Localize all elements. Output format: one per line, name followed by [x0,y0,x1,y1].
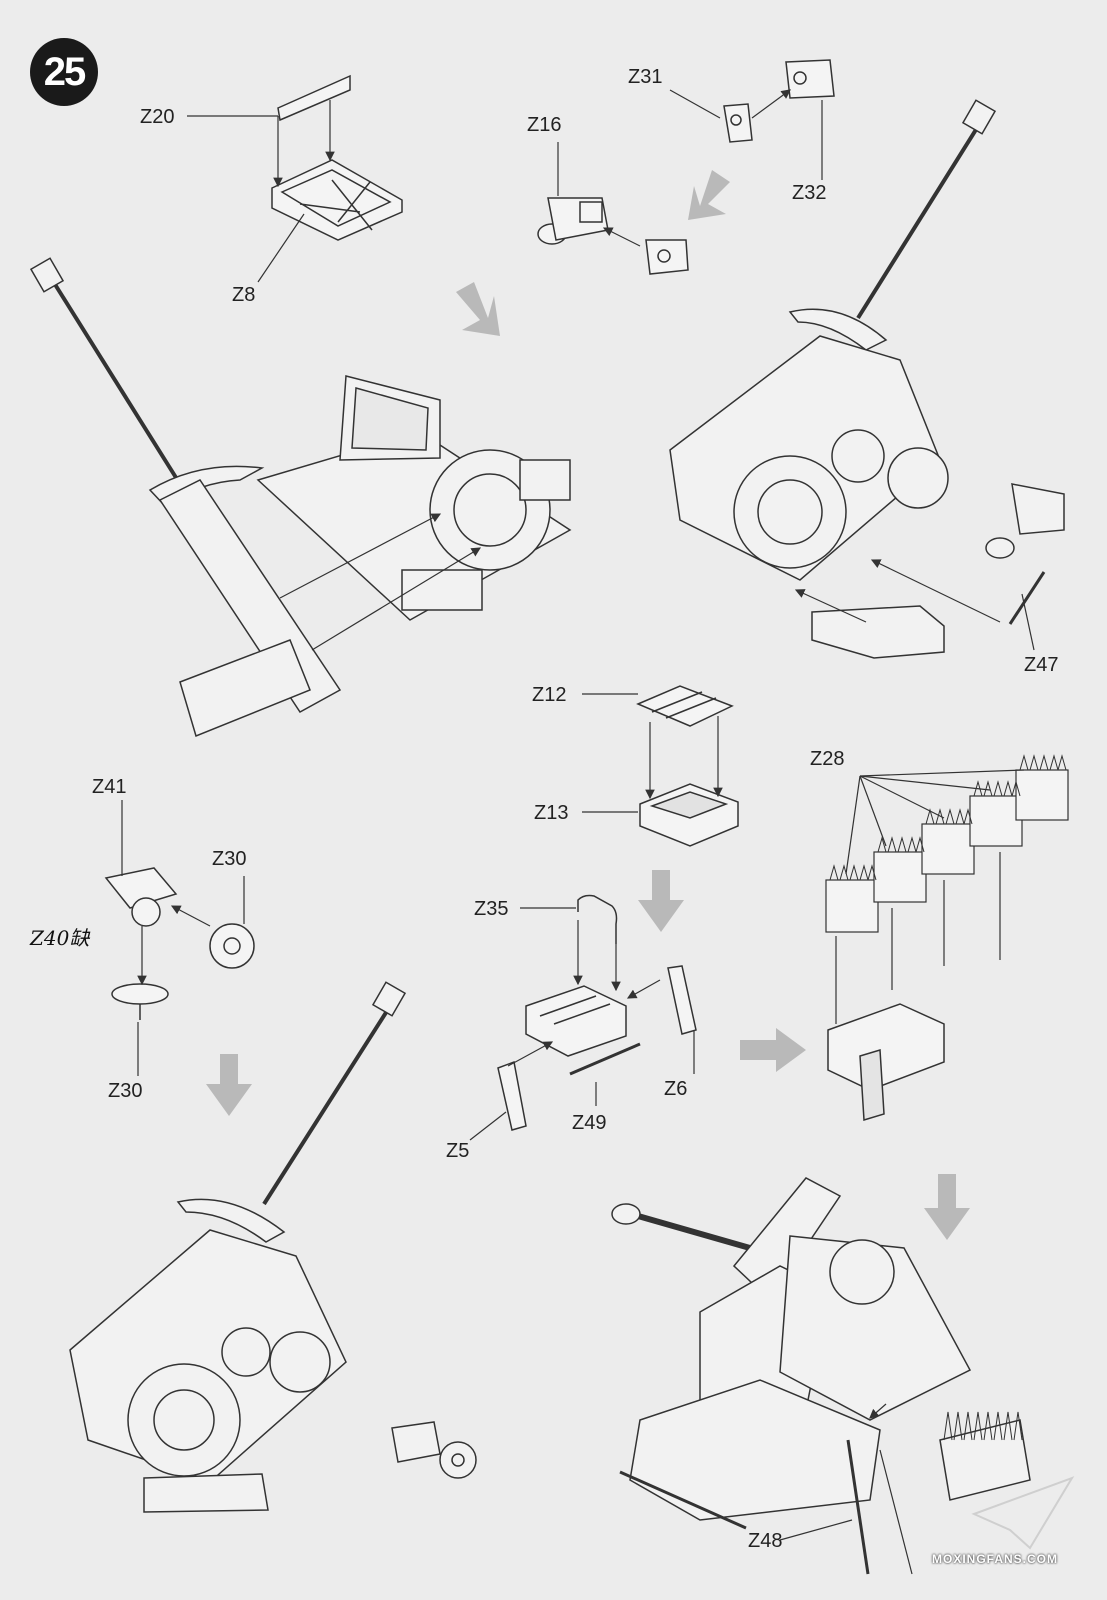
z28-bullet-tips [829,754,1067,881]
z16-leader-lines [557,89,823,247]
z8-leader-lines [187,100,335,283]
part-label-z6: Z6 [664,1078,688,1100]
final-leader-lines [779,1403,913,1575]
handwritten-note-z40-missing: Z40缺 [30,926,90,950]
arrow-down-right-1 [456,282,500,336]
part-label-z41: Z41 [92,776,127,798]
z35-leader-lines [469,907,695,1141]
part-label-z30-top: Z30 [212,848,247,870]
part-label-z5: Z5 [446,1140,470,1162]
gun-assembly-final [611,1177,1031,1575]
z16-sight-assembly [537,59,835,275]
ammo-rack-assembly [827,1003,945,1121]
part-label-z30-bottom: Z30 [108,1080,143,1102]
z28-leader-lines [835,769,1025,1024]
part-label-z28: Z28 [810,748,845,770]
paper-logo-icon [971,1476,1075,1550]
arrow-down-2 [638,870,684,932]
final-ammo-rack [943,1411,1023,1441]
arrow-down-3 [206,1054,252,1116]
part-label-z31: Z31 [628,66,663,88]
watermark: MOXINGFANS.COM [932,1552,1059,1566]
part-label-z12: Z12 [532,684,567,706]
gun-assembly-stage-2 [669,99,1065,659]
z35-box-assembly [497,894,697,1131]
part-label-z49: Z49 [572,1112,607,1134]
part-label-z48: Z48 [748,1530,783,1552]
stage-2-leader-lines [794,559,1035,651]
z41-handwheel-assembly [104,867,255,1020]
part-label-z16: Z16 [527,114,562,136]
sequence-arrows [206,170,970,1240]
step-number-badge: 25 [30,38,98,106]
stage-1-leader-lines [279,513,482,651]
z41-leader-lines [121,800,245,1076]
arrow-down-left-1 [688,170,730,220]
part-label-z8: Z8 [232,284,256,306]
z8-tray-assembly [271,74,403,241]
arrow-right-1 [740,1028,806,1072]
gun-assembly-stage-3 [69,981,477,1513]
part-label-z20: Z20 [140,106,175,128]
z28-ammo-clips [825,769,1069,933]
arrow-down-4 [924,1174,970,1240]
z13-ammo-box-assembly [636,685,739,847]
gun-assembly-stage-1 [29,257,572,738]
part-label-z47: Z47 [1024,654,1059,676]
z13-leader-lines [582,693,723,813]
part-label-z35: Z35 [474,898,509,920]
part-label-z32: Z32 [792,182,827,204]
part-label-z13: Z13 [534,802,569,824]
